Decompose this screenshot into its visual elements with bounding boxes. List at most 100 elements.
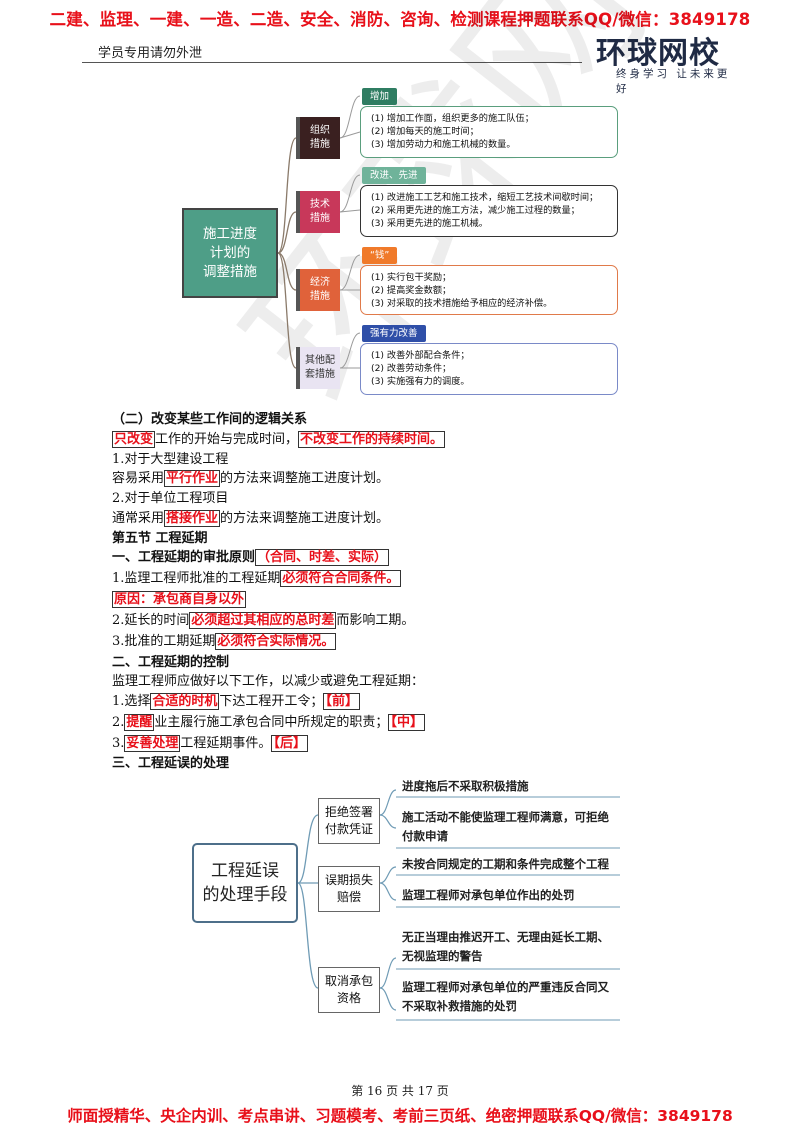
text-span: 而影响工期。: [336, 613, 415, 628]
text-span: 2.延长的时间: [112, 613, 190, 628]
branch-item: 未按合同规定的工期和条件完成整个工程: [402, 857, 609, 871]
text-span: 容易采用: [112, 471, 165, 486]
heading-line: 三、工程延误的处理: [112, 756, 230, 771]
center-line: 调整措施: [203, 263, 257, 280]
text-line: 监理工程师应做好以下工作，以减少或避免工程延期：: [112, 674, 425, 689]
branch-category-delay-damages: 误期损失赔偿: [318, 866, 380, 912]
bottom-promo-banner: 师面授精华、央企内训、考点串讲、习题模考、考前三页纸、绝密押题联系QQ/微信：3…: [67, 1107, 733, 1125]
category-line: 措施: [310, 213, 330, 224]
branch-detail-box: (1) 改善外部配合条件； (2) 改善劳动条件； (3) 实施强有力的调度。: [360, 343, 618, 395]
highlight: 妥善处理: [124, 735, 181, 752]
center-line: 工程延误: [211, 861, 279, 881]
detail-item: (1) 增加工作面，组织更多的施工队伍；: [371, 113, 534, 124]
branch-item: 监理工程师对承包单位的严重违反合同又: [402, 980, 609, 994]
heading-line: 二、工程延期的控制: [112, 655, 230, 670]
branch-item: 进度拖后不采取积极措施: [402, 779, 529, 793]
text-line: 容易采用平行作业的方法来调整施工进度计划。: [112, 470, 389, 488]
subsection-heading: （二）改变某些工作间的逻辑关系: [112, 412, 308, 427]
category-line: 资格: [336, 991, 361, 1005]
diagram1-connectors: [277, 95, 361, 369]
branch-category-technical: 技术措施: [296, 191, 340, 233]
text-span: 1.选择: [112, 694, 151, 709]
highlight: 提醒: [124, 714, 155, 731]
detail-item: (2) 增加每天的施工时间；: [371, 126, 479, 137]
logo: 环球网校 终身学习 让未来更好: [590, 28, 740, 95]
text-span: 工程延期事件。: [180, 736, 272, 751]
detail-item: (2) 改善劳动条件；: [371, 363, 452, 374]
center-line: 的处理手段: [202, 885, 288, 905]
branch-item: 无视监理的警告: [402, 949, 483, 963]
text-line: 2.提醒业主履行施工承包合同中所规定的职责；【中】: [112, 714, 425, 732]
category-line: 组织: [310, 125, 330, 136]
category-line: 拒绝签署: [324, 805, 373, 819]
text-span: 工作的开始与完成时间，: [155, 432, 299, 447]
category-line: 措施: [310, 139, 330, 150]
text-line: 2.延长的时间必须超过其相应的总时差而影响工期。: [112, 612, 414, 630]
text-line: 3.批准的工期延期必须符合实际情况。: [112, 633, 337, 651]
highlight: 搭接作业: [164, 510, 221, 527]
highlight: 只改变: [112, 431, 156, 448]
text-span: 3.: [112, 736, 125, 751]
detail-item: (3) 实施强有力的调度。: [371, 376, 470, 387]
category-line: 取消承包: [324, 974, 373, 988]
detail-item: (3) 对采取的技术措施给予相应的经济补偿。: [371, 298, 553, 309]
branch-item: 监理工程师对承包单位作出的处罚: [402, 888, 575, 902]
text-line: 2.对于单位工程项目: [112, 491, 229, 506]
text-span: 3.批准的工期延期: [112, 634, 216, 649]
text-span: 下达工程开工令；: [219, 694, 324, 709]
branch-category-cancel-qualification: 取消承包资格: [318, 967, 380, 1013]
detail-item: (2) 提高奖金数额；: [371, 285, 452, 296]
header-notice: 学员专用请勿外泄: [98, 46, 203, 61]
category-line: 赔偿: [336, 890, 361, 904]
category-line: 付款凭证: [324, 822, 373, 836]
text-span: 的方法来调整施工进度计划。: [220, 471, 390, 486]
diagram2-connectors: [297, 789, 620, 1021]
logo-slogan: 终身学习 让未来更好: [616, 68, 731, 95]
heading-text: 一、工程延期的审批原则: [112, 550, 256, 565]
branch-item: 施工活动不能使监理工程师满意，可拒绝: [402, 810, 609, 824]
category-line: 措施: [310, 291, 330, 302]
highlight: 平行作业: [164, 470, 221, 487]
page-number: 第 16 页 共 17 页: [351, 1084, 449, 1098]
text-line: 原因：承包商自身以外: [112, 591, 247, 609]
header-divider: [82, 62, 582, 63]
highlight: 合适的时机: [150, 693, 220, 710]
detail-item: (3) 采用更先进的施工机械。: [371, 218, 488, 229]
highlight: 【前】: [323, 693, 360, 710]
top-promo-banner: 二建、监理、一建、一造、二造、安全、消防、咨询、检测课程押题联系QQ/微信：38…: [49, 10, 751, 29]
highlight: 必须符合合同条件。: [280, 570, 402, 587]
detail-item: (1) 实行包干奖励；: [371, 272, 452, 283]
highlight: 必须符合实际情况。: [215, 633, 337, 650]
text-span: 业主履行施工承包合同中所规定的职责；: [154, 715, 389, 730]
diagram1-center-node: 施工进度 计划的 调整措施: [182, 208, 278, 298]
category-line: 套措施: [305, 369, 335, 380]
category-line: 其他配: [305, 355, 335, 366]
highlight: 原因：承包商自身以外: [112, 591, 247, 608]
detail-item: (3) 增加劳动力和施工机械的数量。: [371, 139, 516, 150]
branch-detail-box: (1) 改进施工工艺和施工技术，缩短工艺技术间歇时间； (2) 采用更先进的施工…: [360, 185, 618, 237]
branch-tag: 强有力改善: [362, 325, 426, 342]
text-line: 1.对于大型建设工程: [112, 452, 229, 467]
category-line: 经济: [310, 277, 330, 288]
center-line: 施工进度: [203, 225, 257, 242]
category-line: 技术: [310, 199, 330, 210]
branch-item: 不采取补救措施的处罚: [402, 999, 517, 1013]
highlight: （合同、时差、实际）: [255, 549, 390, 566]
branch-tag: 改进、先进: [362, 167, 426, 184]
branch-tag: 增加: [362, 88, 398, 105]
branch-category-refuse-payment: 拒绝签署付款凭证: [318, 798, 380, 844]
branch-detail-box: (1) 增加工作面，组织更多的施工队伍； (2) 增加每天的施工时间； (3) …: [360, 106, 618, 158]
text-line: 3.妥善处理工程延期事件。【后】: [112, 735, 308, 753]
logo-text: 环球网校: [596, 36, 720, 71]
highlight: 【中】: [388, 714, 425, 731]
branch-item: 付款申请: [402, 829, 448, 843]
center-line: 计划的: [209, 244, 251, 261]
detail-item: (2) 采用更先进的施工方法，减少施工过程的数量；: [371, 205, 580, 216]
text-span: 的方法来调整施工进度计划。: [220, 511, 390, 526]
highlight: 【后】: [271, 735, 308, 752]
section-heading: 第五节 工程延期: [112, 531, 208, 546]
heading-line: 一、工程延期的审批原则（合同、时差、实际）: [112, 549, 390, 567]
highlight: 必须超过其相应的总时差: [189, 612, 337, 629]
highlight: 不改变工作的持续时间。: [298, 431, 446, 448]
text-span: 2.: [112, 715, 125, 730]
